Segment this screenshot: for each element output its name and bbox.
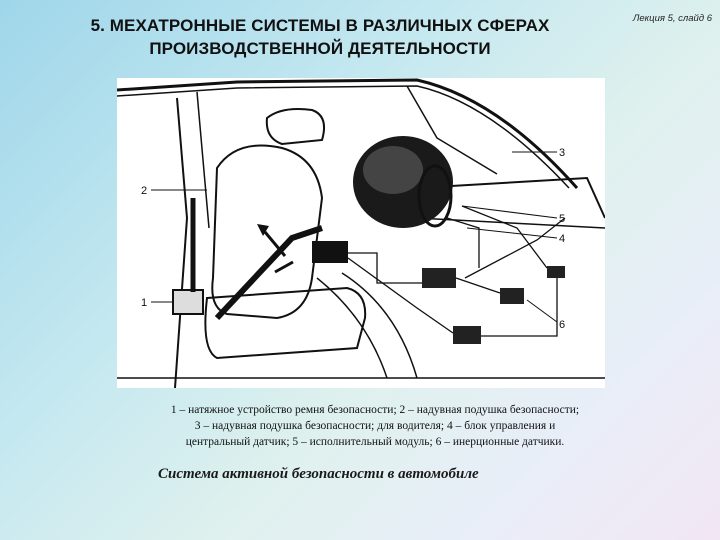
belt-tensioner-icon xyxy=(172,289,204,315)
control-unit-icon xyxy=(312,241,348,263)
sensor-box-icon-2 xyxy=(500,288,524,304)
callout-2: 2 xyxy=(141,185,147,197)
figure-caption: 1 – натяжное устройство ремня безопаснос… xyxy=(110,402,640,450)
car-safety-diagram: 1 2 3 4 5 6 xyxy=(117,78,605,388)
callout-6: 6 xyxy=(559,319,565,331)
callout-4: 4 xyxy=(559,233,565,245)
callout-5: 5 xyxy=(559,213,565,225)
slide-title-line2: ПРОИЗВОДСТВЕННОЙ ДЕЯТЕЛЬНОСТИ xyxy=(149,39,491,58)
caption-line2: 3 – надувная подушка безопасности; для в… xyxy=(194,420,556,432)
lecture-reference: Лекция 5, слайд 6 xyxy=(632,13,712,24)
callout-1: 1 xyxy=(141,297,147,309)
slide-title: 5. МЕХАТРОННЫЕ СИСТЕМЫ В РАЗЛИЧНЫХ СФЕРА… xyxy=(40,14,600,60)
slide-subtitle: Система активной безопасности в автомоби… xyxy=(158,466,479,482)
steering-wheel-icon xyxy=(417,164,453,228)
caption-line1: 1 – натяжное устройство ремня безопаснос… xyxy=(170,404,580,416)
callout-3: 3 xyxy=(559,147,565,159)
sensor-box-icon-4 xyxy=(547,266,565,278)
slide-title-line1: 5. МЕХАТРОННЫЕ СИСТЕМЫ В РАЗЛИЧНЫХ СФЕРА… xyxy=(90,16,550,35)
car-interior-illustration: 1 2 3 4 5 6 xyxy=(117,78,605,388)
sensor-box-icon xyxy=(422,268,456,288)
sensor-box-icon-3 xyxy=(453,326,481,344)
caption-line3: центральный датчик; 5 – исполнительный м… xyxy=(185,436,565,448)
